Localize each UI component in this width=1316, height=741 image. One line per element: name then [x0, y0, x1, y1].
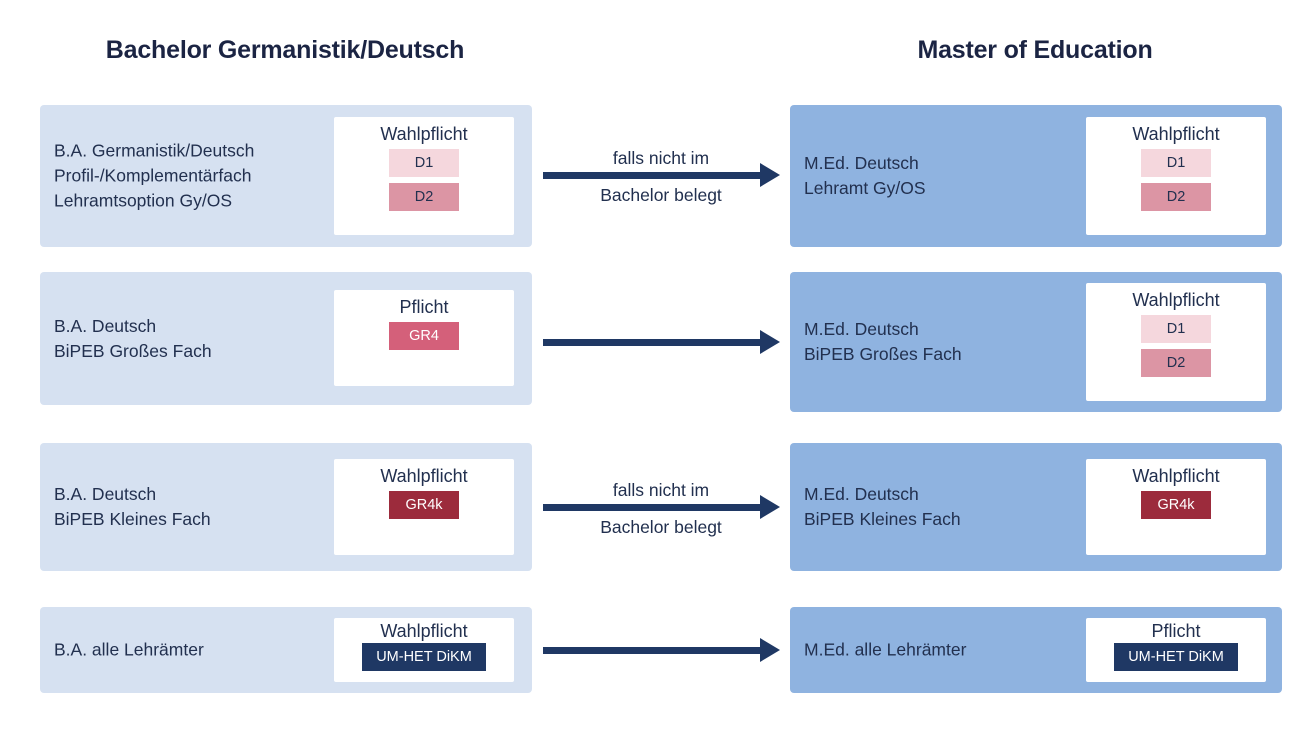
module-badge[interactable]: GR4	[389, 322, 459, 350]
arrow-label-top: falls nicht im	[612, 480, 710, 500]
master-program-label: M.Ed. Deutsch BiPEB Großes Fach	[804, 319, 962, 364]
column-heading-master: Master of Education	[917, 36, 1153, 64]
pathway-row: B.A. Deutsch BiPEB Kleines Fach Wahlpfli…	[0, 443, 1316, 571]
arrow-label-bottom: Bachelor belegt	[600, 185, 722, 205]
module-badge[interactable]: D2	[389, 183, 459, 211]
pathway-row: B.A. Deutsch BiPEB Großes Fach Pflicht G…	[0, 272, 1316, 412]
transition-arrow	[543, 330, 780, 354]
bachelor-program-panel[interactable]: B.A. Deutsch BiPEB Großes Fach Pflicht G…	[40, 272, 532, 405]
master-program-label: M.Ed. Deutsch BiPEB Kleines Fach	[804, 484, 961, 529]
module-kind-label: Wahlpflicht	[380, 124, 468, 144]
module-kind-label: Wahlpflicht	[380, 466, 468, 486]
module-badge[interactable]: UM-HET DiKM	[1114, 643, 1238, 671]
module-kind-label: Wahlpflicht	[380, 621, 468, 641]
module-kind-label: Pflicht	[399, 297, 449, 317]
arrow-shaft	[543, 504, 760, 511]
bachelor-program-label: B.A. alle Lehrämter	[54, 639, 204, 660]
arrow-head	[760, 163, 780, 187]
bachelor-module-card[interactable]: Wahlpflicht GR4k	[334, 459, 514, 555]
bachelor-program-panel[interactable]: B.A. Deutsch BiPEB Kleines Fach Wahlpfli…	[40, 443, 532, 571]
bachelor-module-card[interactable]: Wahlpflicht UM-HET DiKM	[334, 618, 514, 682]
transition-arrow	[543, 638, 780, 662]
arrow-head	[760, 638, 780, 662]
column-heading-bachelor: Bachelor Germanistik/Deutsch	[105, 36, 465, 64]
bachelor-program-panel[interactable]: B.A. alle Lehrämter Wahlpflicht UM-HET D…	[40, 607, 532, 693]
master-program-label: M.Ed. alle Lehrämter	[804, 639, 967, 660]
master-module-card[interactable]: Wahlpflicht GR4k	[1086, 459, 1266, 555]
module-kind-label: Wahlpflicht	[1132, 290, 1220, 310]
master-program-panel[interactable]: M.Ed. Deutsch Lehramt Gy/OS Wahlpflicht …	[790, 105, 1282, 247]
arrow-shaft	[543, 647, 760, 654]
master-module-card[interactable]: Wahlpflicht D1 D2	[1086, 117, 1266, 235]
bachelor-program-label: B.A. Deutsch BiPEB Großes Fach	[54, 315, 212, 361]
module-badge[interactable]: UM-HET DiKM	[362, 643, 486, 671]
bachelor-program-label: B.A. Deutsch BiPEB Kleines Fach	[54, 484, 211, 529]
bachelor-module-card[interactable]: Pflicht GR4	[334, 290, 514, 386]
module-badge[interactable]: D1	[1141, 315, 1211, 343]
arrow-shaft	[543, 172, 760, 179]
module-badge[interactable]: D1	[389, 149, 459, 177]
module-badge[interactable]: D2	[1141, 349, 1211, 377]
transition-arrow	[543, 163, 780, 187]
master-module-card[interactable]: Pflicht UM-HET DiKM	[1086, 618, 1266, 682]
master-module-card[interactable]: Wahlpflicht D1 D2	[1086, 283, 1266, 401]
master-program-label: M.Ed. Deutsch Lehramt Gy/OS	[804, 153, 926, 198]
bachelor-program-panel[interactable]: B.A. Germanistik/Deutsch Profil-/Komplem…	[40, 105, 532, 247]
pathway-row: B.A. alle Lehrämter Wahlpflicht UM-HET D…	[0, 607, 1316, 693]
pathway-row: B.A. Germanistik/Deutsch Profil-/Komplem…	[0, 105, 1316, 247]
transition-arrow	[543, 495, 780, 519]
bachelor-module-card[interactable]: Wahlpflicht D1 D2	[334, 117, 514, 235]
bachelor-program-label: B.A. Germanistik/Deutsch Profil-/Komplem…	[54, 140, 255, 211]
arrow-label-top: falls nicht im	[612, 148, 710, 168]
module-badge[interactable]: GR4k	[1141, 491, 1211, 519]
module-kind-label: Wahlpflicht	[1132, 124, 1220, 144]
arrow-head	[760, 330, 780, 354]
master-program-panel[interactable]: M.Ed. Deutsch BiPEB Großes Fach Wahlpfli…	[790, 272, 1282, 412]
module-kind-label: Pflicht	[1151, 621, 1201, 641]
module-badge[interactable]: GR4k	[389, 491, 459, 519]
arrow-shaft	[543, 339, 760, 346]
arrow-label-bottom: Bachelor belegt	[600, 517, 722, 537]
master-program-panel[interactable]: M.Ed. alle Lehrämter Pflicht UM-HET DiKM	[790, 607, 1282, 693]
module-badge[interactable]: D1	[1141, 149, 1211, 177]
module-kind-label: Wahlpflicht	[1132, 466, 1220, 486]
master-program-panel[interactable]: M.Ed. Deutsch BiPEB Kleines Fach Wahlpfl…	[790, 443, 1282, 571]
arrow-head	[760, 495, 780, 519]
module-badge[interactable]: D2	[1141, 183, 1211, 211]
